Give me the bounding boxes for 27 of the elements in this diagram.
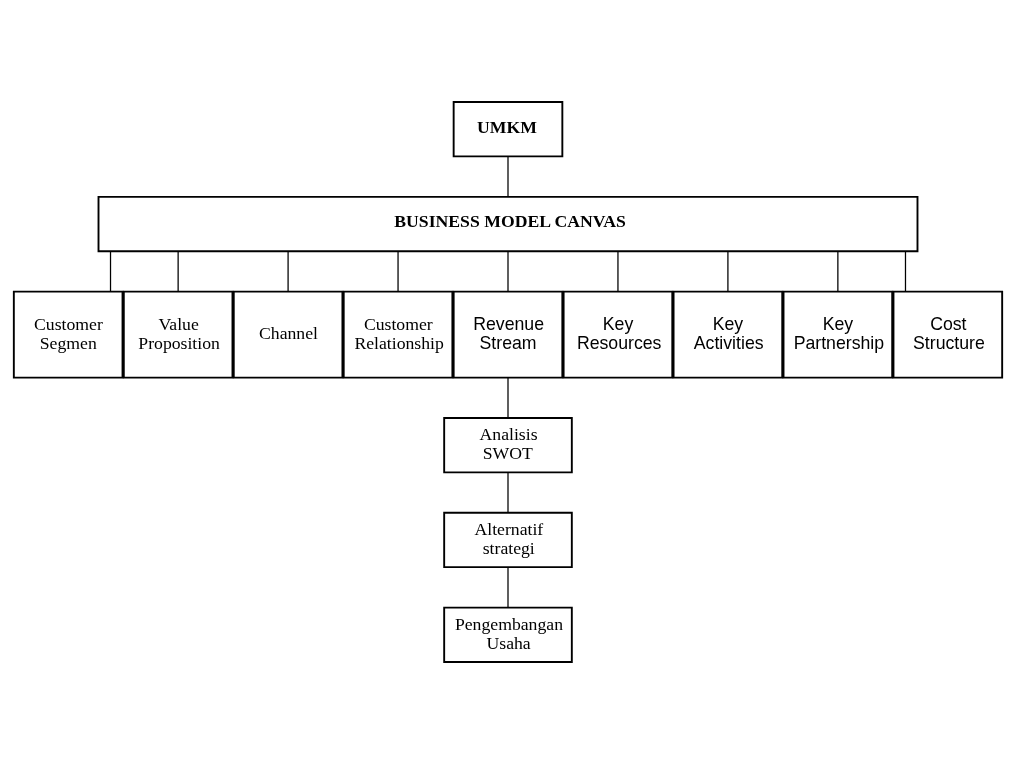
node-box: Alternatif strategi (443, 511, 573, 569)
connector (287, 250, 289, 292)
node-box: Customer Relationship (342, 290, 454, 379)
connector (507, 156, 509, 198)
node-box: Cost Structure (892, 290, 1004, 379)
node-box: Key Partnership (782, 290, 894, 379)
connector (507, 250, 509, 292)
node-box: UMKM (452, 101, 564, 158)
node-box: Channel (232, 290, 344, 379)
connector (904, 250, 907, 292)
connector (507, 566, 509, 609)
node-box: Value Proposition (122, 290, 234, 379)
connector (109, 250, 112, 292)
connector (617, 250, 619, 292)
connector (397, 250, 399, 292)
node-box: Pengembangan Usaha (443, 606, 573, 663)
connector (177, 250, 179, 292)
connector (837, 250, 839, 292)
node-box: Revenue Stream (452, 290, 564, 379)
node-box: Customer Segmen (12, 290, 124, 379)
connector (727, 250, 729, 292)
node-box: Key Resources (562, 290, 674, 379)
connector (507, 377, 509, 419)
connector (507, 472, 509, 514)
node-box: Analisis SWOT (443, 417, 573, 474)
node-box: BUSINESS MODEL CANVAS (97, 195, 919, 253)
node-box: Key Activities (672, 290, 784, 379)
